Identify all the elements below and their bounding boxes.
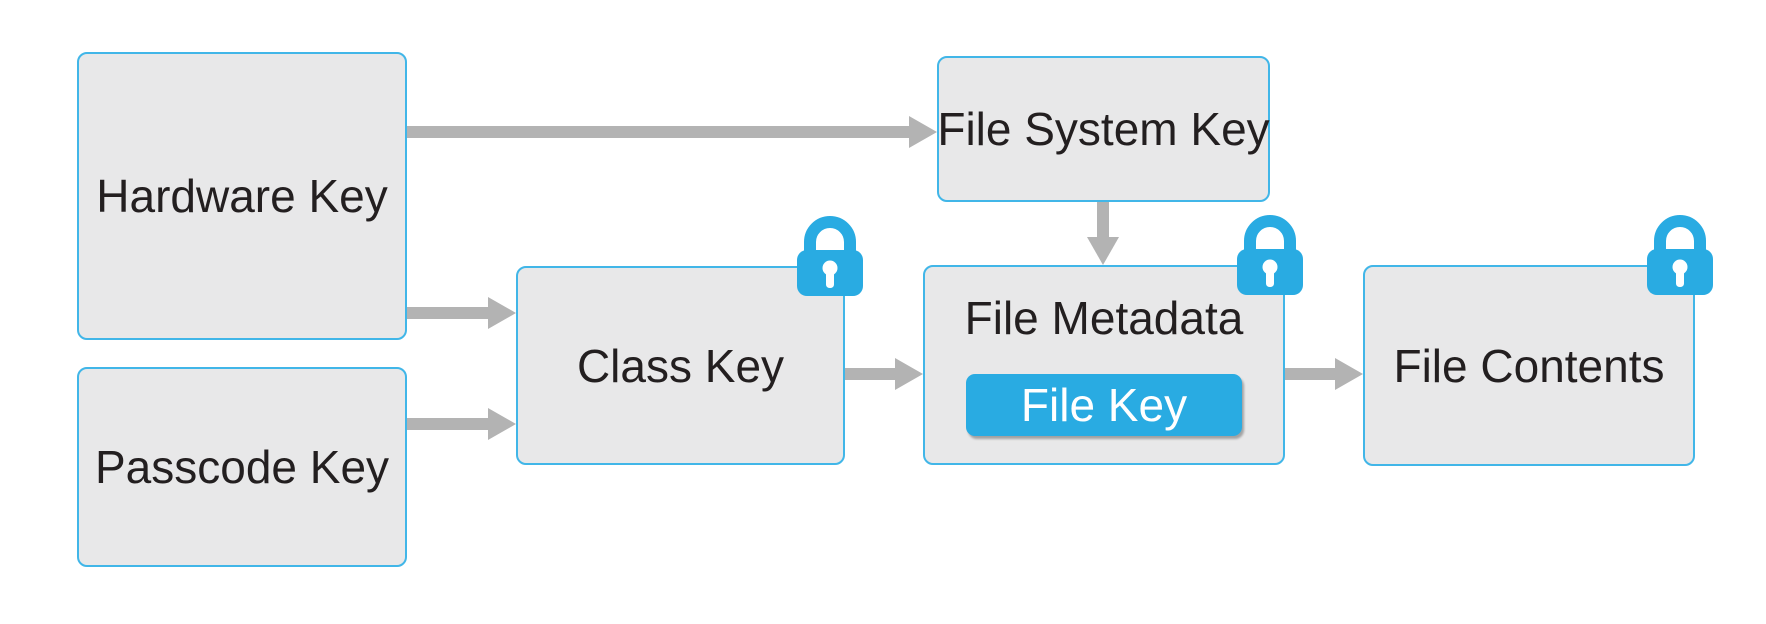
file-key-label: File Key bbox=[1020, 379, 1188, 431]
node-label: File Contents bbox=[1393, 339, 1665, 392]
lock-icon bbox=[1647, 215, 1713, 295]
node-file-contents: File Contents bbox=[1363, 265, 1695, 466]
arrow-shaft bbox=[407, 418, 488, 430]
node-class-key: Class Key bbox=[516, 266, 845, 465]
node-hardware-key: Hardware Key bbox=[77, 52, 407, 340]
node-file-system-key: File System Key bbox=[937, 56, 1270, 202]
node-label: Passcode Key bbox=[94, 441, 390, 493]
arrow-shaft bbox=[1097, 202, 1109, 237]
arrow-shaft bbox=[1285, 368, 1335, 380]
arrow-head bbox=[1087, 237, 1119, 265]
arrow-head bbox=[895, 358, 923, 390]
arrow-head bbox=[909, 116, 937, 148]
file-key-badge: File Key bbox=[966, 374, 1242, 436]
node-label: Hardware Key bbox=[96, 170, 388, 222]
arrow-shaft bbox=[845, 368, 895, 380]
node-passcode-key: Passcode Key bbox=[77, 367, 407, 567]
node-file-metadata: File Metadata File Key bbox=[923, 265, 1285, 465]
arrow-shaft bbox=[407, 126, 909, 138]
arrow-head bbox=[1335, 358, 1363, 390]
node-label: File Metadata bbox=[964, 292, 1244, 344]
lock-icon bbox=[1237, 215, 1303, 295]
arrow-head bbox=[488, 297, 516, 329]
lock-icon bbox=[797, 216, 863, 296]
arrow-shaft bbox=[407, 307, 488, 319]
node-label: File System Key bbox=[937, 103, 1270, 155]
arrow-head bbox=[488, 408, 516, 440]
node-label: Class Key bbox=[576, 339, 785, 392]
